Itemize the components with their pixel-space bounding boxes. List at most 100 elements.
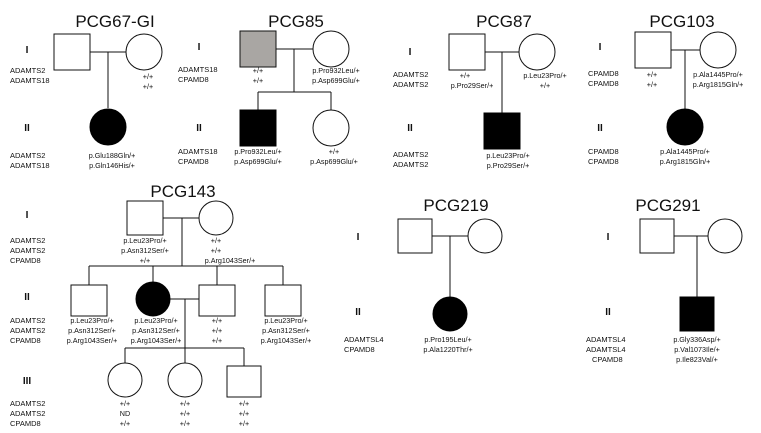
gene-label: CPAMD8: [10, 336, 41, 345]
gene-label: CPAMD8: [588, 157, 619, 166]
gene-label: ADAMTSL4: [344, 335, 384, 344]
genotype-label: p.Asp699Glu/+: [310, 157, 358, 166]
genotype-label: +/+: [239, 409, 249, 418]
gene-label: ADAMTS2: [10, 66, 45, 75]
genotype-label: p.Ile823Val/+: [676, 355, 718, 364]
gene-label: CPAMD8: [592, 355, 623, 364]
gene-label: ADAMTS2: [393, 80, 428, 89]
pedigree-pcg143: PCG143 I II III ADAMTS2 ADAMTS2 CPAMD8 A…: [10, 182, 311, 428]
generation-label: I: [26, 210, 29, 221]
pedigree-pcg67-gi: PCG67-GI I II ADAMTS2 ADAMTS18 ADAMTS2 A…: [10, 12, 163, 170]
genotype-label: +/+: [120, 399, 130, 408]
pedigree-title: PCG291: [635, 196, 700, 215]
genotype-label: +/+: [212, 326, 222, 335]
genotype-label: p.Ala1220Thr/+: [423, 345, 472, 354]
gene-label: CPAMD8: [588, 79, 619, 88]
genotype-label: +/+: [212, 336, 222, 345]
male-unaffected-symbol: [639, 218, 675, 254]
gene-label: CPAMD8: [178, 157, 209, 166]
pedigree-pcg87: PCG87 I II ADAMTS2 ADAMTS2 ADAMTS2 ADAMT…: [393, 12, 567, 170]
genotype-label: p.Pro195Leu/+: [424, 335, 471, 344]
generation-label: II: [605, 307, 611, 318]
gene-label: ADAMTS2: [393, 160, 428, 169]
genotype-label: p.Gln146His/+: [89, 161, 135, 170]
genotype-label: +/+: [647, 80, 657, 89]
generation-label: II: [355, 307, 361, 318]
pedigree-pcg219: PCG219 I II ADAMTSL4 CPAMD8 p.Pro195Leu/…: [344, 196, 503, 354]
female-unaffected-symbol: [699, 31, 737, 69]
generation-label: II: [24, 292, 30, 303]
female-unaffected-symbol: [518, 33, 556, 71]
gene-label: CPAMD8: [10, 256, 41, 265]
generation-label: I: [409, 47, 412, 58]
pedigree-pcg291: PCG291 I II ADAMTSL4 ADAMTSL4 CPAMD8 p.G…: [586, 196, 743, 364]
gene-label: ADAMTS18: [10, 76, 50, 85]
genotype-label: +/+: [180, 399, 190, 408]
genotype-label: +/+: [647, 70, 657, 79]
genotype-label: p.Asn312Ser/+: [132, 326, 180, 335]
gene-label: ADAMTS18: [178, 65, 218, 74]
genotype-label: +/+: [460, 71, 470, 80]
genotype-label: p.Leu23Pro/+: [134, 316, 177, 325]
pedigree-pcg103: PCG103 I II CPAMD8 CPAMD8 CPAMD8 CPAMD8 …: [588, 12, 743, 166]
pedigree-title: PCG67-GI: [75, 12, 154, 31]
genotype-label: p.Asn312Ser/+: [262, 326, 310, 335]
gene-label: CPAMD8: [588, 147, 619, 156]
genotype-label: p.Leu23Pro/+: [264, 316, 307, 325]
gene-label: ADAMTS2: [393, 150, 428, 159]
male-unaffected-symbol: [198, 284, 236, 317]
pedigree-title: PCG103: [649, 12, 714, 31]
genotype-label: +/+: [540, 81, 550, 90]
genotype-label: p.Arg1043Ser/+: [261, 336, 312, 345]
genotype-label: +/+: [253, 66, 263, 75]
genotype-label: p.Pro932Leu/+: [234, 147, 281, 156]
male-unaffected-symbol: [70, 284, 108, 317]
gene-label: CPAMD8: [10, 419, 41, 428]
male-unaffected-symbol: [634, 31, 672, 69]
genotype-label: p.Ala1445Pro/+: [693, 70, 743, 79]
genotype-label: p.Leu23Pro/+: [486, 151, 529, 160]
female-affected-symbol: [89, 108, 127, 146]
generation-label: I: [26, 45, 29, 56]
male-affected-symbol: [239, 109, 277, 147]
gene-label: ADAMTSL4: [586, 335, 626, 344]
male-unaffected-symbol: [126, 200, 164, 236]
female-affected-symbol: [666, 108, 704, 146]
generation-label: I: [599, 42, 602, 53]
genotype-label: p.Asp699Glu/+: [234, 157, 282, 166]
genotype-label: p.Leu23Pro/+: [123, 236, 166, 245]
genotype-label: p.Arg1815Gln/+: [660, 157, 711, 166]
genotype-label: p.Asn312Ser/+: [68, 326, 116, 335]
male-affected-symbol: [679, 296, 715, 332]
genotype-label: p.Asp699Glu/+: [312, 76, 360, 85]
generation-label: III: [23, 376, 32, 387]
generation-label: I: [357, 232, 360, 243]
female-unaffected-symbol: [107, 362, 143, 398]
female-unaffected-symbol: [167, 362, 203, 398]
female-unaffected-symbol: [312, 30, 350, 68]
genotype-label: p.Asn312Ser/+: [121, 246, 169, 255]
gene-label: ADAMTSL4: [586, 345, 626, 354]
gene-label: ADAMTS2: [10, 326, 45, 335]
genotype-label: +/+: [253, 76, 263, 85]
genotype-label: +/+: [211, 246, 221, 255]
male-unaffected-symbol: [53, 33, 91, 71]
genotype-label: p.Leu23Pro/+: [523, 71, 566, 80]
female-affected-symbol: [432, 296, 468, 332]
generation-label: II: [597, 123, 603, 134]
generation-label: I: [607, 232, 610, 243]
male-unaffected-symbol: [226, 365, 262, 398]
gene-label: CPAMD8: [344, 345, 375, 354]
male-unaffected-symbol: [448, 33, 486, 71]
genotype-label: p.Pro29Ser/+: [487, 161, 530, 170]
genotype-label: +/+: [212, 316, 222, 325]
generation-label: II: [196, 123, 202, 134]
gene-label: CPAMD8: [588, 69, 619, 78]
genotype-label: +/+: [120, 419, 130, 428]
genotype-label: p.Arg1043Ser/+: [205, 256, 256, 265]
female-unaffected-symbol: [198, 200, 234, 236]
genotype-label: p.Pro29Ser/+: [451, 81, 494, 90]
genotype-label: p.Ala1445Pro/+: [660, 147, 710, 156]
generation-label: I: [198, 42, 201, 53]
pedigree-title: PCG85: [268, 12, 324, 31]
